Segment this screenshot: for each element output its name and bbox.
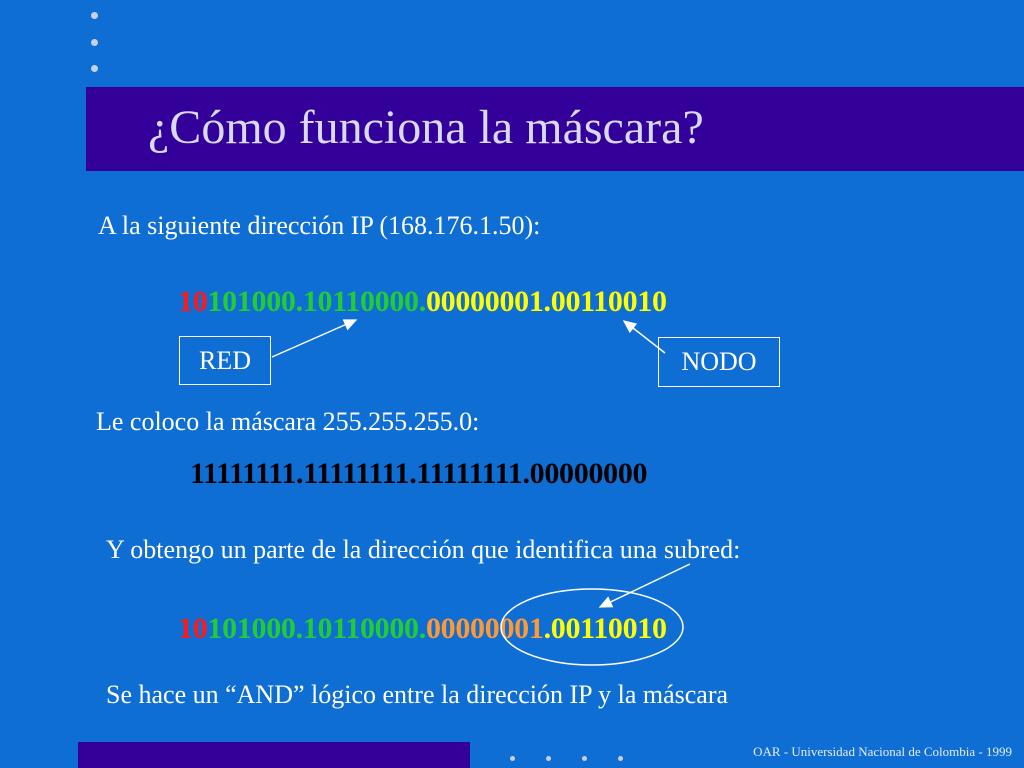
red-label: RED <box>199 345 251 375</box>
red-label-box: RED <box>179 336 271 385</box>
nodo-arrow <box>622 320 666 354</box>
mask-binary: 11111111.11111111.11111111.00000000 <box>190 457 648 490</box>
decor-dot <box>582 756 587 761</box>
footer-text: OAR - Universidad Nacional de Colombia -… <box>753 744 1012 759</box>
ip-binary: 10101000.10110000.00000001.00110010 <box>178 285 667 319</box>
decor-dot <box>546 756 551 761</box>
footer-bar <box>78 742 470 768</box>
nodo-label-box: NODO <box>658 337 780 387</box>
ip-subnet-bits: 101000.10110000. <box>207 285 426 318</box>
result-binary: 10101000.10110000.00000001.00110010 <box>178 612 667 646</box>
result-host-bits: .00110010 <box>543 612 667 645</box>
and-text: Se hace un “AND” lógico entre la direcci… <box>106 680 729 709</box>
result-highlight-bits: 00000001 <box>425 612 544 645</box>
decor-dot <box>91 12 98 19</box>
ip-host-bits: 00000001.00110010 <box>425 285 667 318</box>
result-network-bits: 10 <box>178 612 208 645</box>
decor-dot <box>91 39 98 46</box>
nodo-label: NODO <box>681 347 757 376</box>
subnet-text: Y obtengo un parte de la dirección que i… <box>106 535 741 564</box>
ip-network-bits: 10 <box>178 285 208 318</box>
slide-title: ¿Cómo funciona la máscara? <box>148 101 704 154</box>
subnet-arrow <box>598 563 691 608</box>
red-arrow <box>271 319 358 358</box>
title-bar <box>86 87 1024 171</box>
mask-text: Le coloco la máscara 255.255.255.0: <box>96 407 480 436</box>
decor-dot <box>510 756 515 761</box>
intro-text: A la siguiente dirección IP (168.176.1.5… <box>98 211 541 240</box>
decor-dot <box>618 756 623 761</box>
decor-dot <box>91 65 98 72</box>
subnet-highlight-ellipse <box>500 588 684 666</box>
result-subnet-bits: 101000.10110000. <box>207 612 426 645</box>
